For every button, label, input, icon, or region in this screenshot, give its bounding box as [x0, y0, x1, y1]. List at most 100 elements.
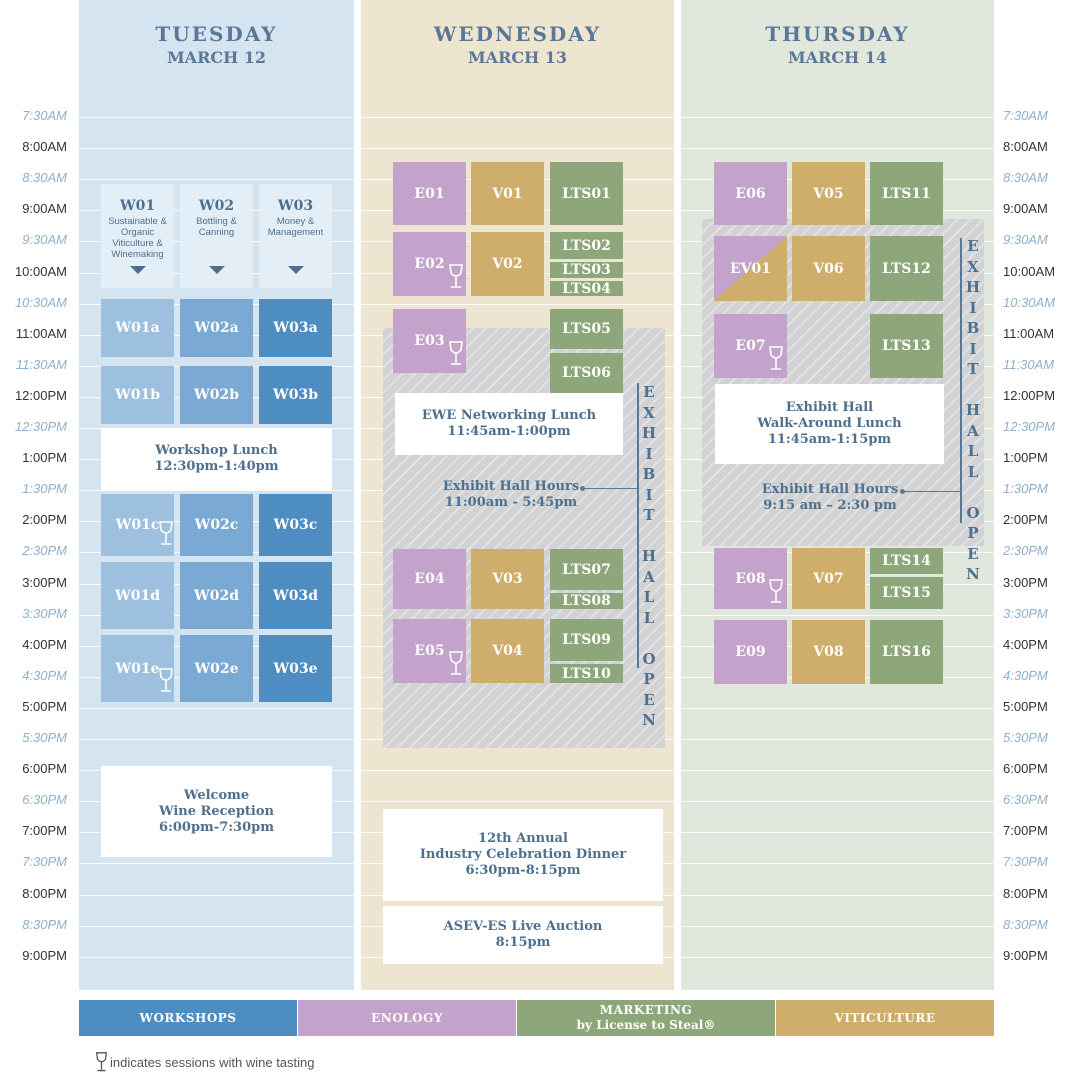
session-lts08[interactable]: LTS08 [550, 593, 623, 609]
event-title: Exhibit Hall Hours [761, 482, 899, 497]
wine-glass-icon [449, 651, 463, 675]
session-label: E02 [414, 256, 445, 272]
grid-line [79, 148, 354, 149]
live-auction[interactable]: ASEV-ES Live Auction 8:15pm [383, 906, 663, 964]
session-e05[interactable]: E05 [393, 619, 466, 683]
session-v01[interactable]: V01 [471, 162, 544, 225]
session-e06[interactable]: E06 [714, 162, 787, 225]
time-label: 8:00AM [22, 139, 67, 154]
session-w03a[interactable]: W03a [259, 299, 332, 357]
session-ev01[interactable]: EV01 [714, 236, 787, 301]
session-w02e[interactable]: W02e [180, 635, 253, 702]
time-label: 8:30AM [22, 170, 67, 185]
event-title: EWE Networking Lunch [421, 408, 597, 423]
event-title: ASEV-ES Live Auction [443, 919, 603, 934]
wine-glass-icon [769, 579, 783, 603]
hall-open-line [960, 238, 962, 523]
session-w02d[interactable]: W02d [180, 562, 253, 629]
time-label: 6:30PM [1003, 792, 1048, 807]
hall-hours-connector [903, 491, 961, 492]
session-v04[interactable]: V04 [471, 619, 544, 683]
ewe-networking-lunch[interactable]: EWE Networking Lunch 11:45am-1:00pm [395, 393, 623, 455]
workshop-description: Money & Management [267, 216, 324, 238]
session-w03b[interactable]: W03b [259, 366, 332, 424]
session-e01[interactable]: E01 [393, 162, 466, 225]
session-lts07[interactable]: LTS07 [550, 549, 623, 590]
session-e03[interactable]: E03 [393, 309, 466, 373]
session-lts15[interactable]: LTS15 [870, 577, 943, 609]
grid-line [361, 801, 674, 802]
session-lts06[interactable]: LTS06 [550, 353, 623, 393]
legend-viticulture: VITICULTURE [776, 1000, 994, 1036]
exhibit-hall-hours: Exhibit Hall Hours 11:00am - 5:45pm [440, 479, 582, 511]
session-lts04[interactable]: LTS04 [550, 281, 623, 297]
time-label: 7:00PM [22, 823, 67, 838]
session-lts10[interactable]: LTS10 [550, 664, 623, 683]
workshop-code: W03 [277, 198, 314, 214]
grid-line [681, 957, 994, 958]
session-e09[interactable]: E09 [714, 620, 787, 684]
workshop-lunch[interactable]: Workshop Lunch 12:30pm-1:40pm [101, 428, 332, 490]
industry-celebration-dinner[interactable]: 12th Annual Industry Celebration Dinner … [383, 809, 663, 901]
session-lts11[interactable]: LTS11 [870, 162, 943, 225]
grid-line [79, 708, 354, 709]
session-lts13[interactable]: LTS13 [870, 314, 943, 378]
session-lts05[interactable]: LTS05 [550, 309, 623, 349]
legend-workshops: WORKSHOPS [79, 1000, 297, 1036]
session-lts03[interactable]: LTS03 [550, 262, 623, 278]
session-label: E03 [414, 333, 445, 349]
event-time: 11:00am - 5:45pm [444, 495, 578, 510]
time-label: 9:30AM [22, 232, 67, 247]
session-lts01[interactable]: LTS01 [550, 162, 623, 225]
session-e04[interactable]: E04 [393, 549, 466, 609]
session-lts02[interactable]: LTS02 [550, 232, 623, 259]
session-w03e[interactable]: W03e [259, 635, 332, 702]
time-label: 7:30PM [22, 854, 67, 869]
session-v07[interactable]: V07 [792, 548, 865, 609]
session-w02a[interactable]: W02a [180, 299, 253, 357]
event-time: 6:30pm-8:15pm [465, 863, 581, 878]
time-label: 2:00PM [1003, 512, 1048, 527]
session-w02c[interactable]: W02c [180, 494, 253, 556]
exhibit-hall-hours: Exhibit Hall Hours 9:15 am – 2:30 pm [758, 482, 902, 514]
legend-marketing: MARKETING by License to Steal® [517, 1000, 775, 1036]
session-w03d[interactable]: W03d [259, 562, 332, 629]
session-lts12[interactable]: LTS12 [870, 236, 943, 301]
session-label: E07 [735, 338, 766, 354]
session-v05[interactable]: V05 [792, 162, 865, 225]
session-w01a[interactable]: W01a [101, 299, 174, 357]
time-label: 6:00PM [1003, 761, 1048, 776]
time-label: 8:30PM [22, 917, 67, 932]
session-label: W01c [115, 517, 160, 533]
grid-line [79, 863, 354, 864]
session-v03[interactable]: V03 [471, 549, 544, 609]
session-label: W01e [115, 660, 160, 677]
session-w02b[interactable]: W02b [180, 366, 253, 424]
session-v08[interactable]: V08 [792, 620, 865, 684]
session-e08[interactable]: E08 [714, 548, 787, 609]
workshop-description: Bottling & Canning [196, 216, 237, 238]
session-lts14[interactable]: LTS14 [870, 548, 943, 574]
session-w01c[interactable]: W01c [101, 494, 174, 556]
walk-around-lunch[interactable]: Exhibit Hall Walk-Around Lunch 11:45am-1… [715, 384, 944, 464]
session-v02[interactable]: V02 [471, 232, 544, 296]
session-w01b[interactable]: W01b [101, 366, 174, 424]
session-e07[interactable]: E07 [714, 314, 787, 378]
session-w03c[interactable]: W03c [259, 494, 332, 556]
time-label: 4:30PM [22, 668, 67, 683]
session-e02[interactable]: E02 [393, 232, 466, 296]
event-title: Welcome [183, 787, 250, 803]
grid-line [361, 770, 674, 771]
session-lts09[interactable]: LTS09 [550, 619, 623, 661]
time-label: 7:00PM [1003, 823, 1048, 838]
time-label: 10:00AM [14, 264, 67, 279]
event-time: 11:45am-1:15pm [767, 432, 892, 447]
session-v06[interactable]: V06 [792, 236, 865, 301]
event-title: Exhibit Hall Hours [442, 479, 580, 494]
session-lts16[interactable]: LTS16 [870, 620, 943, 684]
grid-line [79, 179, 354, 180]
session-w01d[interactable]: W01d [101, 562, 174, 629]
welcome-reception[interactable]: Welcome Wine Reception 6:00pm-7:30pm [101, 766, 332, 857]
